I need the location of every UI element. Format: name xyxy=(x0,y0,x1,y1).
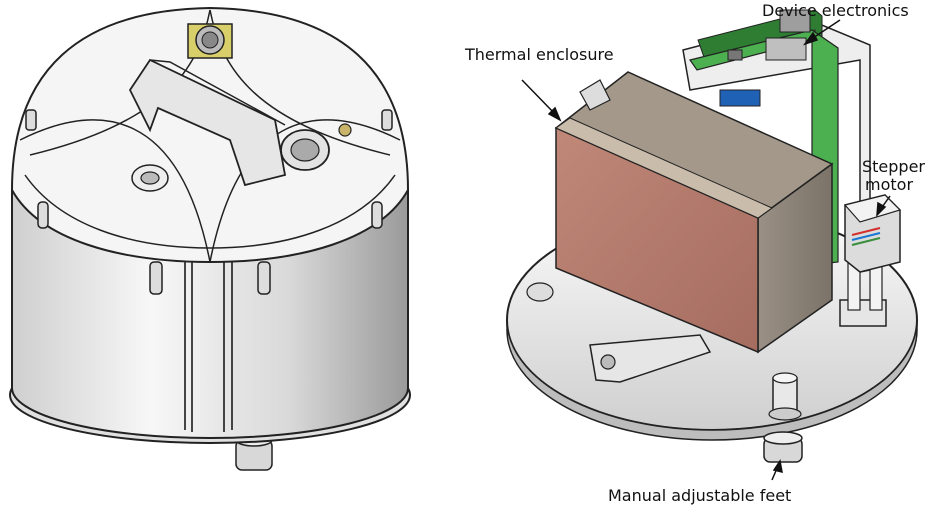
opened-instrument xyxy=(506,9,918,463)
bracket-arm xyxy=(589,334,712,383)
stepper-motor xyxy=(839,194,902,327)
side-fitting xyxy=(579,79,611,111)
multi-pin-connector xyxy=(187,23,233,59)
closed-housing xyxy=(9,6,411,471)
standoff-post xyxy=(768,372,802,421)
housing-seams xyxy=(184,245,233,432)
callout-arrows xyxy=(521,19,891,481)
latch-tabs xyxy=(25,109,393,295)
thermal-enclosure-block xyxy=(554,71,834,354)
label-stepper-motor-line2: motor xyxy=(865,175,913,194)
manual-foot xyxy=(763,431,803,463)
label-device-electronics: Device electronics xyxy=(762,1,909,20)
round-connector xyxy=(280,123,352,171)
label-stepper-motor-line1: Stepper xyxy=(862,157,925,176)
center-port xyxy=(131,164,169,192)
carrying-handle xyxy=(128,58,287,187)
housing-dome xyxy=(10,6,410,264)
label-thermal-enclosure: Thermal enclosure xyxy=(464,45,614,64)
label-manual-adjustable-feet: Manual adjustable feet xyxy=(608,486,791,505)
